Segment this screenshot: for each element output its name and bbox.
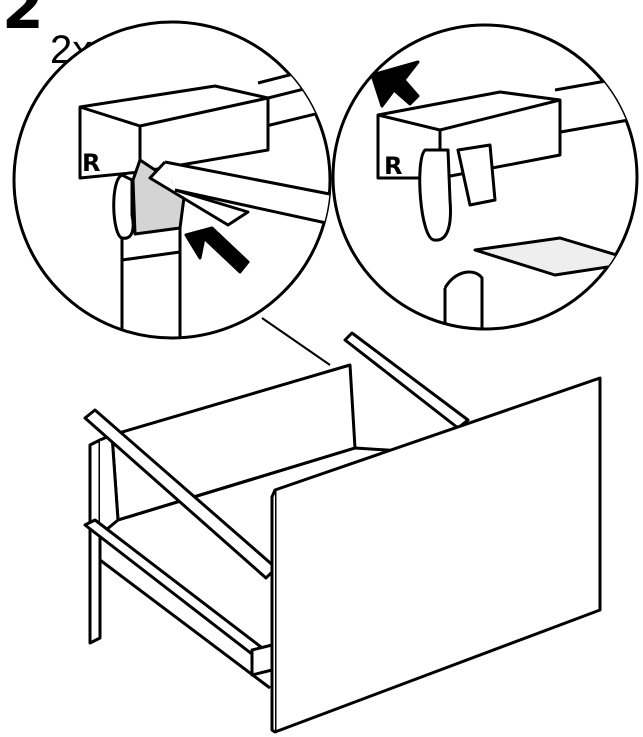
step-number: 2 xyxy=(2,0,44,43)
clip-marking-right: R xyxy=(384,152,402,180)
drawer-illustration xyxy=(83,331,602,734)
clip-marking-left: R xyxy=(82,149,100,177)
detail-circle-right: R xyxy=(331,23,639,331)
detail-leader-line xyxy=(261,317,331,366)
detail-circle-left: R xyxy=(12,20,332,340)
